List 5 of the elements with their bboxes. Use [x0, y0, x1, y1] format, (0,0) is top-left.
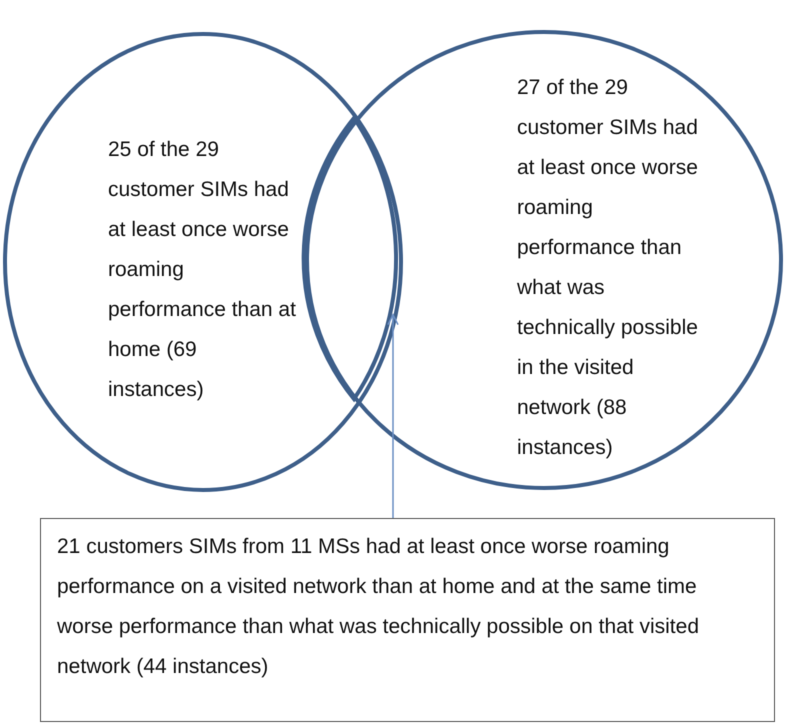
circle-text: 27 of the 29 customer SIMs had at least once worse roaming performance than what was technically possible in the visited network (88 instances) — [517, 75, 699, 461]
leader-arrow — [387, 314, 399, 518]
callout-box — [40, 518, 775, 722]
callout-text: 21 customers SIMs from 11 MSs had at least once worse roaming performance on a visited network than at home and at the same time worse performance than what was technically possible on that visited network (44 instances) — [57, 534, 700, 680]
circle-text: 25 of the 29 customer SIMs had at least once worse roaming performance than at home (69 instances) — [108, 137, 297, 403]
